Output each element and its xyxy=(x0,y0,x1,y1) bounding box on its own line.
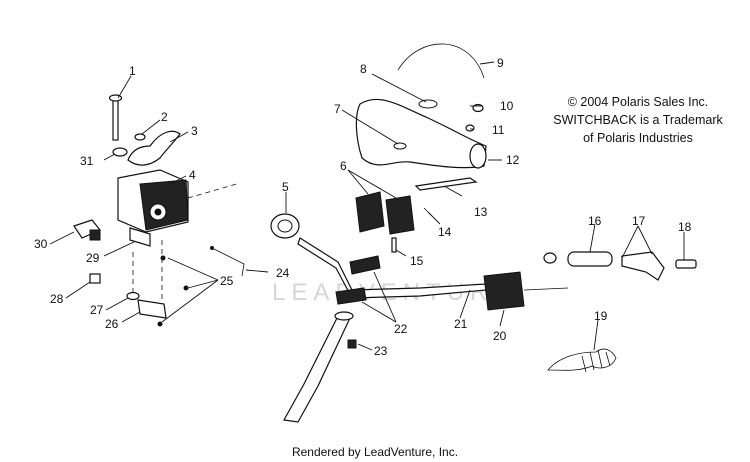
callout-24: 24 xyxy=(276,266,290,280)
callout-19: 19 xyxy=(594,309,608,323)
callout-14: 14 xyxy=(438,225,452,239)
callout-5: 5 xyxy=(282,180,289,194)
callout-10: 10 xyxy=(500,99,514,113)
part-19-cord xyxy=(547,348,617,373)
callout-23: 23 xyxy=(374,344,388,358)
part-29-bracket xyxy=(129,227,151,247)
callout-17: 17 xyxy=(632,214,646,228)
copyright-line-2: SWITCHBACK is a Trademark xyxy=(553,113,723,127)
callout-27: 27 xyxy=(90,303,104,317)
callout-1: 1 xyxy=(129,64,136,78)
callout-28: 28 xyxy=(50,292,64,306)
callout-18: 18 xyxy=(678,220,692,234)
part-17-grip-end xyxy=(621,251,665,281)
callout-7: 7 xyxy=(334,102,341,116)
part-16-grip xyxy=(543,251,613,267)
part-30-switch xyxy=(73,219,101,241)
part-26-plate xyxy=(137,299,167,327)
callout-3: 3 xyxy=(191,124,198,138)
part-18-bolt xyxy=(675,259,697,269)
footer-credit: Rendered by LeadVenture, Inc. xyxy=(291,445,459,459)
part-27-clip xyxy=(126,291,140,301)
callout-12: 12 xyxy=(506,153,520,167)
part-3-lever xyxy=(127,130,181,166)
callout-11: 11 xyxy=(492,123,505,137)
callout-2: 2 xyxy=(161,110,168,124)
part-25-screws xyxy=(132,240,189,300)
callout-8: 8 xyxy=(360,62,367,76)
callout-31: 31 xyxy=(80,154,94,168)
callout-30: 30 xyxy=(34,237,48,251)
callout-29: 29 xyxy=(86,251,100,265)
callout-22: 22 xyxy=(394,322,408,336)
part-2-washer xyxy=(134,133,146,141)
part-23-nut xyxy=(347,339,357,349)
part-28-nut xyxy=(89,273,101,284)
steering-post xyxy=(283,311,354,423)
part-24-cable xyxy=(210,246,245,277)
part-15-bolt xyxy=(391,237,397,253)
part-20-switch-housing xyxy=(483,271,569,311)
part-1-bolt xyxy=(108,94,123,141)
part-4-throttle-housing xyxy=(117,169,241,233)
copyright-line-3: of Polaris Industries xyxy=(583,131,693,145)
callout-25: 25 xyxy=(220,274,234,288)
part-31-nut xyxy=(112,147,128,157)
callout-4: 4 xyxy=(189,168,196,182)
callout-20: 20 xyxy=(493,329,507,343)
part-11-nut xyxy=(465,124,475,132)
copyright-line-1: © 2004 Polaris Sales Inc. xyxy=(567,95,709,109)
part-9-strap xyxy=(397,43,485,79)
callout-6: 6 xyxy=(340,159,347,173)
part-6-clamps xyxy=(355,191,415,235)
part-22-clamps xyxy=(335,255,381,305)
callout-26: 26 xyxy=(105,317,119,331)
callout-21: 21 xyxy=(454,317,468,331)
callout-16: 16 xyxy=(588,214,602,228)
callout-15: 15 xyxy=(410,254,424,268)
copyright-notice: © 2004 Polaris Sales Inc. SWITCHBACK is … xyxy=(538,93,738,147)
part-13-plate xyxy=(414,177,478,191)
callout-13: 13 xyxy=(474,205,488,219)
part-5-grip-end xyxy=(270,213,300,239)
callout-9: 9 xyxy=(497,56,504,70)
part-12-pad xyxy=(355,98,487,169)
